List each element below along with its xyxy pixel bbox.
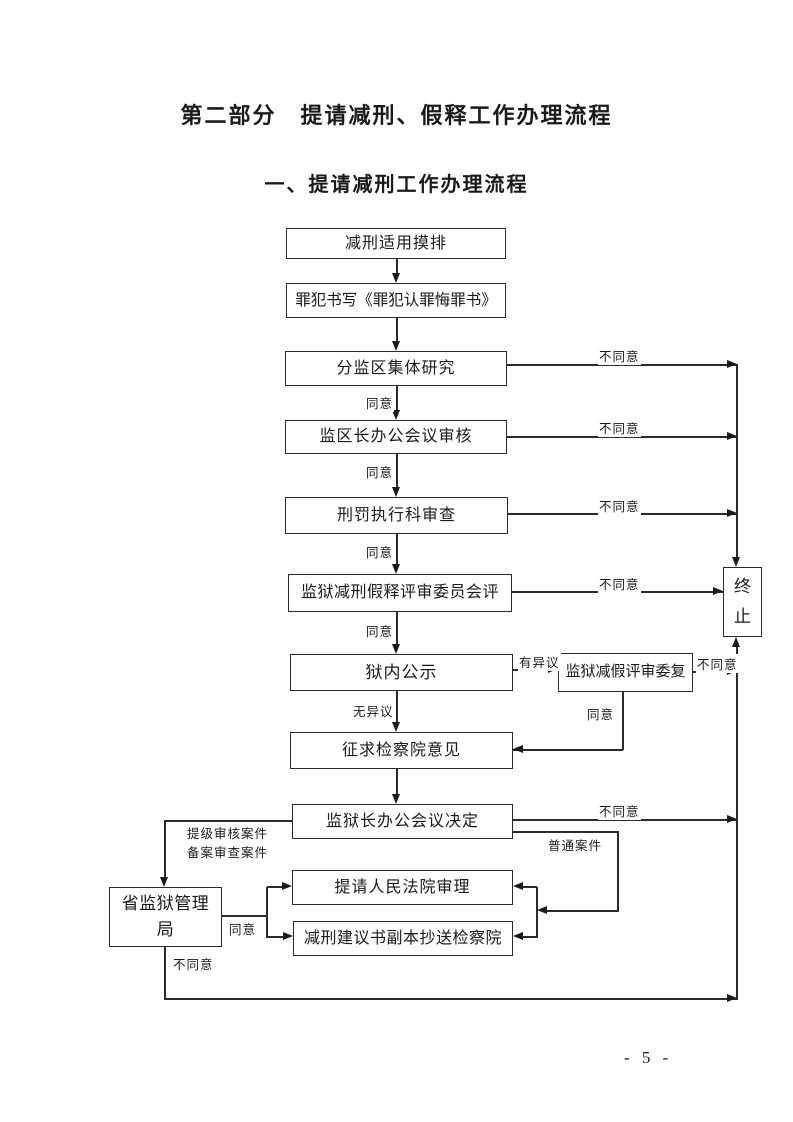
- edge-label-agree: 同意: [365, 542, 395, 561]
- section-title: 一、提请减刑工作办理流程: [264, 174, 529, 196]
- connector-disagree: [164, 998, 737, 1000]
- connector-disagree: [506, 364, 737, 366]
- arrowhead-up-icon: [732, 637, 740, 647]
- connector-ordinary-case: [617, 831, 619, 912]
- arrowhead-right-icon: [727, 509, 737, 517]
- connector-disagree: [506, 436, 737, 438]
- flow-node-district-meeting-review: 监区长办公会议审核: [285, 420, 507, 454]
- arrowhead-right-icon: [727, 815, 737, 823]
- connector: [396, 534, 398, 565]
- edge-label-disagree: 不同意: [598, 574, 641, 593]
- connector-agree: [222, 915, 268, 917]
- edge-label-disagree: 不同意: [598, 496, 641, 515]
- connector: [396, 386, 398, 411]
- arrowhead-right-icon: [282, 882, 292, 890]
- connector-disagree: [513, 819, 737, 821]
- connector-agree: [266, 887, 268, 938]
- connector-disagree: [164, 947, 166, 1000]
- flow-node-copy-to-procuratorate: 减刑建议书副本抄送检察院: [293, 921, 513, 956]
- edge-label-escalated-case: 提级审核案件: [186, 823, 270, 842]
- connector: [396, 454, 398, 488]
- connector: [396, 769, 398, 795]
- connector-trunk: [736, 645, 738, 1000]
- arrowhead-right-icon: [283, 932, 293, 940]
- arrowhead-down-icon: [392, 273, 400, 283]
- flow-node-prison-publicity: 狱内公示: [290, 654, 513, 691]
- edge-label-objection: 有异议: [518, 652, 561, 671]
- arrowhead-left-icon: [537, 906, 547, 914]
- edge-label-agree: 同意: [586, 704, 616, 723]
- arrowhead-right-icon: [727, 994, 737, 1002]
- arrowhead-down-icon: [392, 564, 400, 574]
- flow-node-prison-committee-eval: 监狱减刑假释评审委员会评: [288, 574, 512, 612]
- arrowhead-left-icon: [513, 745, 523, 753]
- flow-node-court-hearing: 提请人民法院审理: [292, 870, 513, 905]
- arrowhead-left-icon: [513, 882, 523, 890]
- flow-node-provincial-prison-bureau: 省监狱管理局: [109, 887, 222, 947]
- edge-label-agree: 同意: [228, 919, 258, 938]
- connector-agree: [267, 936, 284, 938]
- edge-label-filed-case: 备案审查案件: [186, 842, 270, 861]
- arrowhead-right-icon: [713, 587, 723, 595]
- edge-label-disagree: 不同意: [598, 418, 641, 437]
- connector-ordinary-case: [521, 936, 537, 938]
- edge-label-ordinary-case: 普通案件: [547, 835, 604, 854]
- arrowhead-down-icon: [732, 557, 740, 567]
- edge-label-disagree: 不同意: [598, 346, 641, 365]
- edge-label-disagree: 不同意: [172, 954, 215, 973]
- edge-label-disagree: 不同意: [696, 654, 739, 673]
- flow-node-write-letter: 罪犯书写《罪犯认罪悔罪书》: [286, 283, 506, 318]
- flow-node-penalty-dept-review: 刑罚执行科审查: [285, 497, 508, 534]
- arrowhead-down-icon: [160, 877, 168, 887]
- connector-agree: [513, 749, 623, 751]
- connector: [396, 318, 398, 342]
- page-number: - 5 -: [624, 1048, 673, 1067]
- connector-escalated-case: [164, 820, 166, 877]
- page-title: 第二部分 提请减刑、假释工作办理流程: [180, 103, 613, 128]
- arrowhead-right-icon: [727, 360, 737, 368]
- edge-label-agree: 同意: [365, 393, 395, 412]
- arrowhead-down-icon: [392, 794, 400, 804]
- connector: [396, 691, 398, 723]
- connector-ordinary-case: [536, 887, 538, 938]
- connector: [396, 259, 398, 274]
- flow-node-screening: 减刑适用摸排: [286, 228, 506, 259]
- edge-label-agree: 同意: [365, 462, 395, 481]
- arrowhead-down-icon: [392, 644, 400, 654]
- flow-node-committee-recheck: 监狱减假评审委复: [558, 653, 693, 692]
- edge-label-no-objection: 无异议: [352, 701, 395, 720]
- connector-ordinary-case: [545, 910, 619, 912]
- edge-label-agree: 同意: [365, 621, 395, 640]
- arrowhead-down-icon: [392, 410, 400, 420]
- arrowhead-down-icon: [392, 341, 400, 351]
- connector-escalated-case: [164, 820, 292, 822]
- connector-agree: [622, 692, 624, 750]
- connector: [396, 612, 398, 645]
- flow-node-warden-meeting-decision: 监狱长办公会议决定: [292, 804, 513, 839]
- arrowhead-down-icon: [392, 722, 400, 732]
- arrowhead-down-icon: [392, 487, 400, 497]
- flow-node-subdistrict-research: 分监区集体研究: [285, 351, 507, 386]
- connector-ordinary-case: [521, 886, 537, 888]
- flow-node-procuratorate-opinion: 征求检察院意见: [290, 732, 513, 769]
- connector-trunk: [736, 364, 738, 557]
- connector-ordinary-case: [513, 831, 619, 833]
- arrowhead-left-icon: [513, 932, 523, 940]
- arrowhead-right-icon: [727, 432, 737, 440]
- flow-node-terminate: 终止: [723, 567, 762, 637]
- edge-label-disagree: 不同意: [598, 801, 641, 820]
- connector-agree: [267, 886, 284, 888]
